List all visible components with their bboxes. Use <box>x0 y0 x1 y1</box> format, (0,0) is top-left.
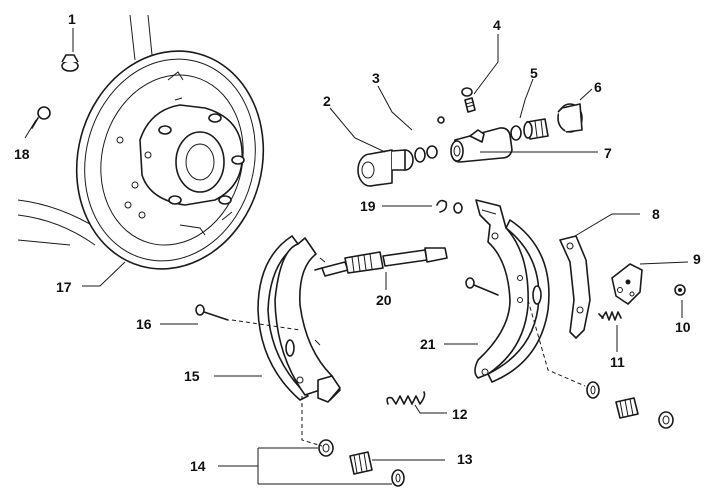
callout-14: 14 <box>190 458 206 474</box>
callout-10: 10 <box>675 319 691 335</box>
spring-cup-right-1 <box>586 381 600 399</box>
wheel-cylinder-assembly <box>357 87 583 187</box>
callout-2: 2 <box>323 93 331 109</box>
hold-down-spring-left <box>349 451 373 475</box>
spring-cup-right-2 <box>658 411 674 429</box>
callout-13: 13 <box>457 451 473 467</box>
adjuster-strut <box>314 247 448 277</box>
callout-17: 17 <box>56 279 72 295</box>
callout-3: 3 <box>372 70 380 86</box>
nut <box>31 106 51 129</box>
adjuster-nut <box>674 284 686 296</box>
callout-11: 11 <box>610 354 625 370</box>
callout-5: 5 <box>530 65 538 81</box>
parking-brake-lever <box>559 235 591 339</box>
callout-19: 19 <box>360 198 376 214</box>
rubber-plug <box>61 54 79 72</box>
callout-16: 16 <box>136 316 152 332</box>
callout-9: 9 <box>693 251 701 267</box>
hold-down-spring-right <box>615 397 639 419</box>
callout-8: 8 <box>652 206 660 222</box>
backing-plate <box>17 14 265 270</box>
return-spring <box>386 391 426 405</box>
spring-cup-lower <box>391 469 405 487</box>
leader-lines <box>24 28 689 485</box>
lever-spring <box>598 311 622 321</box>
adjusting-lever <box>611 263 643 305</box>
callout-18: 18 <box>14 146 30 162</box>
callout-20: 20 <box>376 292 392 308</box>
hold-down-pin-right <box>465 277 499 296</box>
adjuster-clip <box>436 199 463 214</box>
callout-6: 6 <box>594 79 602 95</box>
spring-cup-upper <box>318 439 334 457</box>
brake-shoe-leading <box>257 235 341 403</box>
callout-15: 15 <box>184 368 200 384</box>
callout-1: 1 <box>68 11 76 27</box>
brake-shoe-trailing <box>474 199 550 383</box>
callout-12: 12 <box>452 406 468 422</box>
callout-7: 7 <box>604 145 612 161</box>
callout-4: 4 <box>493 17 501 33</box>
hold-down-pin-left <box>195 304 229 321</box>
callout-21: 21 <box>420 336 436 352</box>
